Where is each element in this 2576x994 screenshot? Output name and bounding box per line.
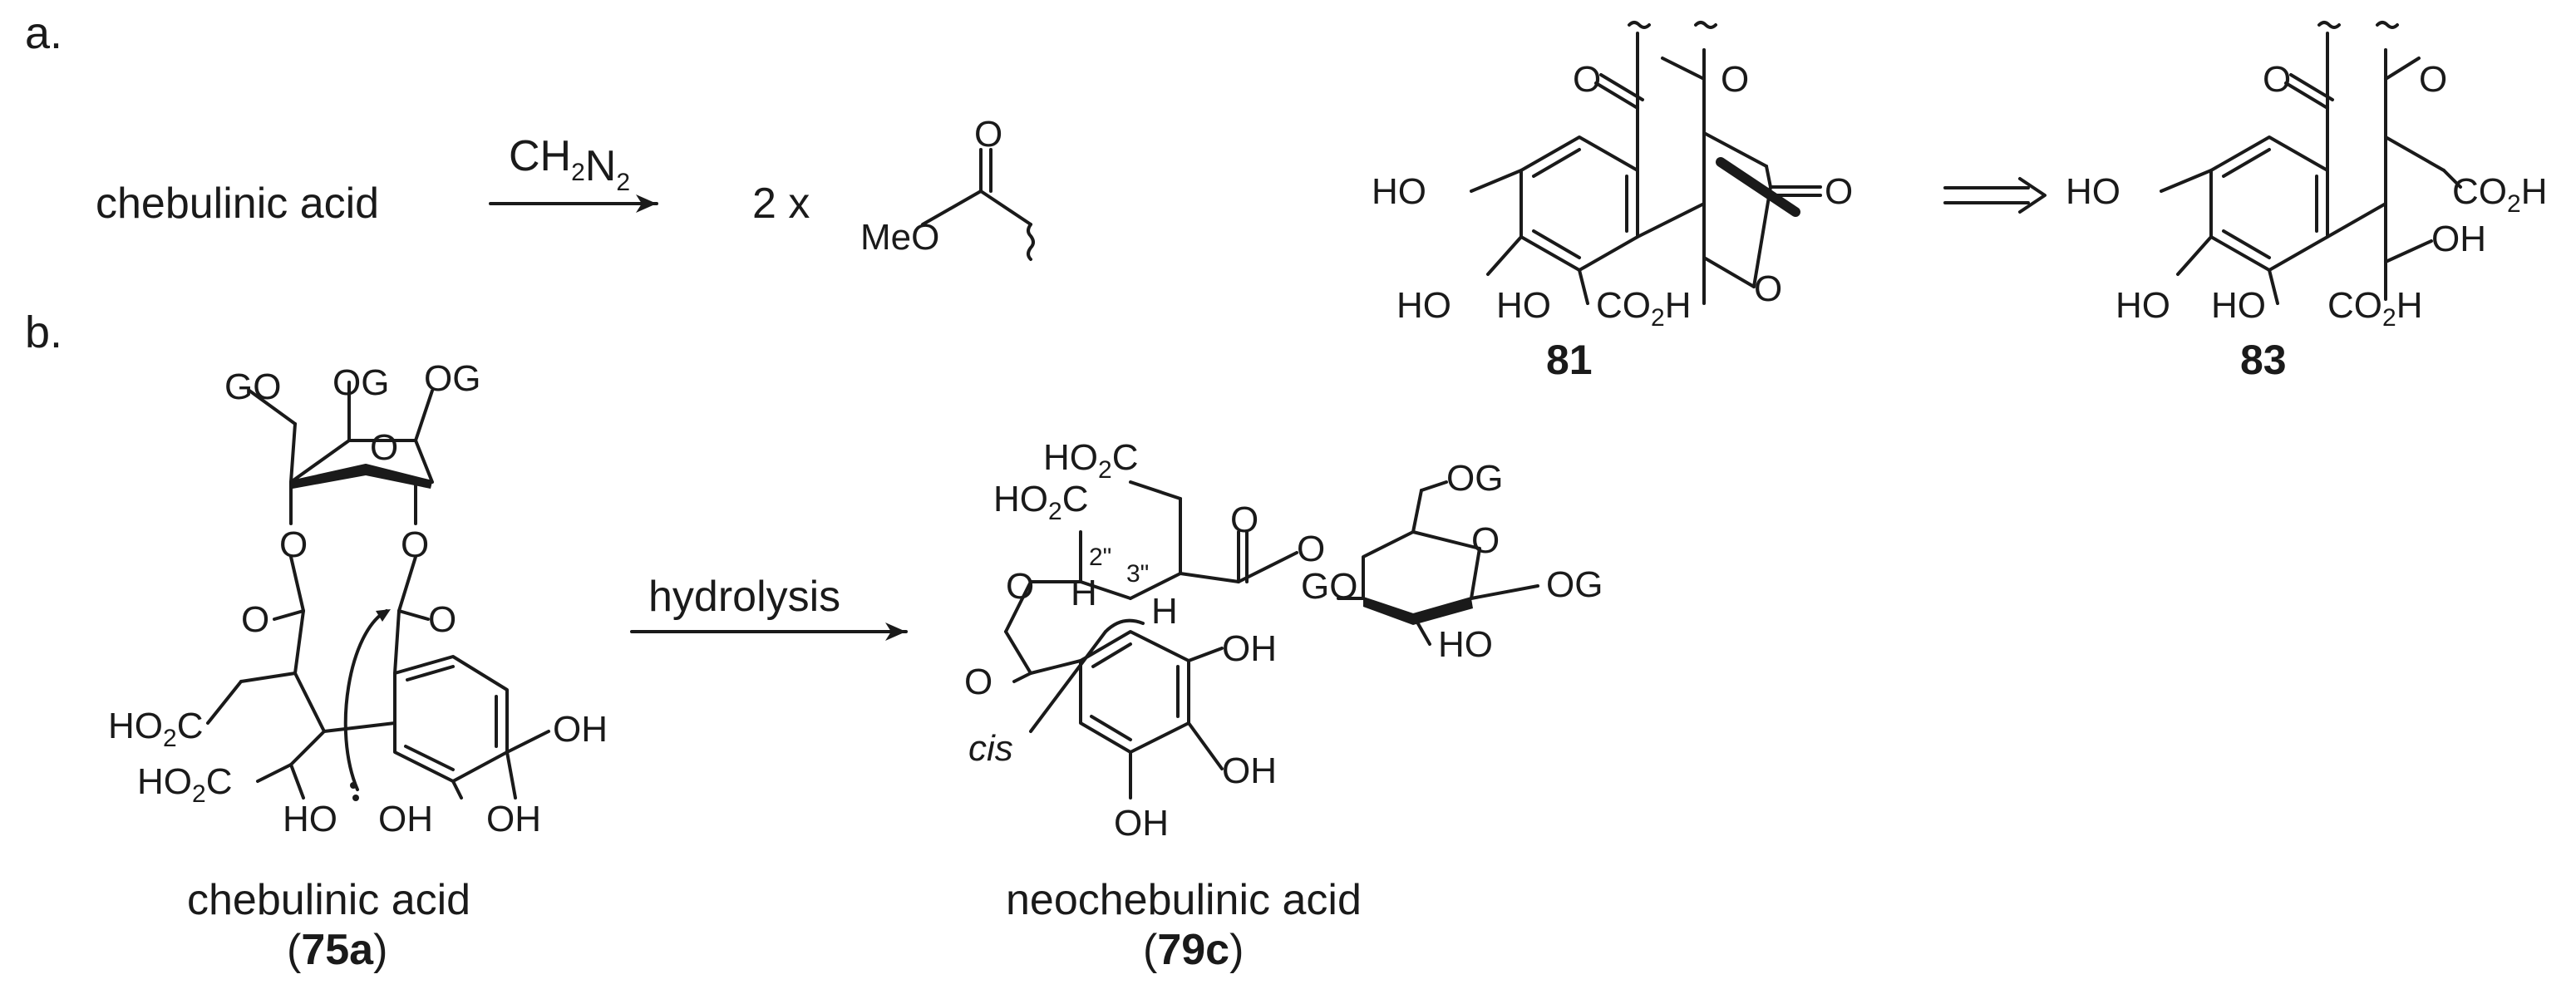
- c75a-o-2: O: [401, 524, 429, 565]
- compound-79c-label: (79c): [1143, 926, 1244, 974]
- c79c-h-2: H: [1151, 591, 1178, 632]
- c81-ho-2: HO: [1396, 285, 1451, 326]
- c83-o-2: O: [2419, 59, 2447, 100]
- c83-co2h-1: CO2H: [2327, 285, 2422, 332]
- c83-ho-3: HO: [2211, 285, 2266, 326]
- compound-81-structure: [1470, 21, 1822, 305]
- c75a-oh-3: OH: [486, 799, 541, 839]
- chebulinic-acid-75a-structure: [206, 381, 550, 801]
- neochebulinic-acid-name: neochebulinic acid: [1006, 876, 1362, 924]
- c79c-ho2c-1: HO2C: [1043, 437, 1138, 484]
- c79c-go: GO: [1301, 566, 1357, 607]
- methyl-ester-fragment: [921, 148, 1035, 261]
- c75a-go: GO: [224, 367, 281, 407]
- c79c-position-2: 2": [1089, 544, 1111, 571]
- c75a-oh-2: OH: [378, 799, 433, 839]
- c75a-og-1: OG: [332, 362, 389, 403]
- compound-75a-label: (75a): [287, 926, 387, 974]
- chebulinic-acid-name-b: chebulinic acid: [187, 876, 470, 924]
- compound-83-structure: [2160, 21, 2462, 305]
- c75a-og-2: OG: [424, 358, 480, 399]
- chebulinic-acid-name-a: chebulinic acid: [96, 180, 379, 228]
- reagent-ch2n2: CH2N2: [509, 132, 630, 196]
- reagent-hydrolysis: hydrolysis: [648, 573, 840, 621]
- reaction-arrow-a: [489, 194, 658, 213]
- c79c-og-2: OG: [1546, 564, 1603, 605]
- c79c-o-carbonyl: O: [964, 662, 992, 702]
- c79c-h-1: H: [1071, 573, 1097, 613]
- c75a-o-4: O: [428, 599, 456, 640]
- c79c-o-ester-2: O: [1297, 529, 1325, 569]
- c75a-o-1: O: [279, 524, 308, 565]
- compound-79c-number: 79c: [1157, 926, 1229, 974]
- c83-co2h-2: CO2H: [2452, 171, 2547, 218]
- c81-ho-1: HO: [1372, 171, 1426, 212]
- c81-o-3: O: [1825, 171, 1853, 212]
- panel-b-label: b.: [25, 308, 62, 357]
- c81-o-4: O: [1754, 268, 1782, 309]
- c83-oh: OH: [2431, 219, 2486, 259]
- compound-83-number: 83: [2240, 337, 2287, 383]
- c79c-o-ester-1: O: [1230, 499, 1258, 540]
- panel-a-label: a.: [25, 8, 62, 58]
- neochebulinic-acid-79c-structure: [1004, 480, 1539, 800]
- c81-ho-3: HO: [1496, 285, 1551, 326]
- c75a-oh-1: OH: [553, 709, 608, 750]
- c81-o-2: O: [1721, 59, 1749, 100]
- c75a-ho: HO: [283, 799, 337, 839]
- compound-81-number: 81: [1546, 337, 1593, 383]
- c79c-oh-2: OH: [1222, 750, 1277, 791]
- c81-co2h: CO2H: [1596, 285, 1691, 332]
- c83-ho-2: HO: [2115, 285, 2170, 326]
- reaction-arrow-b: [630, 622, 908, 641]
- compound-75a-number: 75a: [301, 926, 374, 974]
- c75a-o-ring: O: [370, 427, 398, 468]
- c79c-position-3: 3": [1126, 560, 1149, 588]
- c75a-ho2c-2: HO2C: [137, 761, 232, 808]
- c83-o-1: O: [2263, 59, 2291, 100]
- c79c-ho2c-2: HO2C: [993, 479, 1088, 525]
- reagent-text: CH2N2: [509, 132, 630, 196]
- ester-meo-label: MeO: [860, 217, 939, 258]
- retrosynthetic-arrow: [1943, 177, 2047, 214]
- c75a-ho2c-1: HO2C: [108, 706, 203, 752]
- c79c-oh-3: OH: [1114, 803, 1169, 844]
- c79c-o-lactone: O: [1006, 566, 1034, 607]
- c75a-o-3: O: [241, 599, 269, 640]
- c81-o-1: O: [1573, 59, 1601, 100]
- c79c-og-1: OG: [1446, 458, 1503, 499]
- multiplier-label: 2 x: [752, 180, 810, 228]
- c79c-o-ring: O: [1471, 520, 1500, 561]
- ester-o-label: O: [974, 114, 1002, 155]
- c79c-cis-label: cis: [968, 728, 1013, 769]
- c79c-ho: HO: [1438, 624, 1493, 665]
- c83-ho-1: HO: [2066, 171, 2120, 212]
- c79c-oh-1: OH: [1222, 628, 1277, 669]
